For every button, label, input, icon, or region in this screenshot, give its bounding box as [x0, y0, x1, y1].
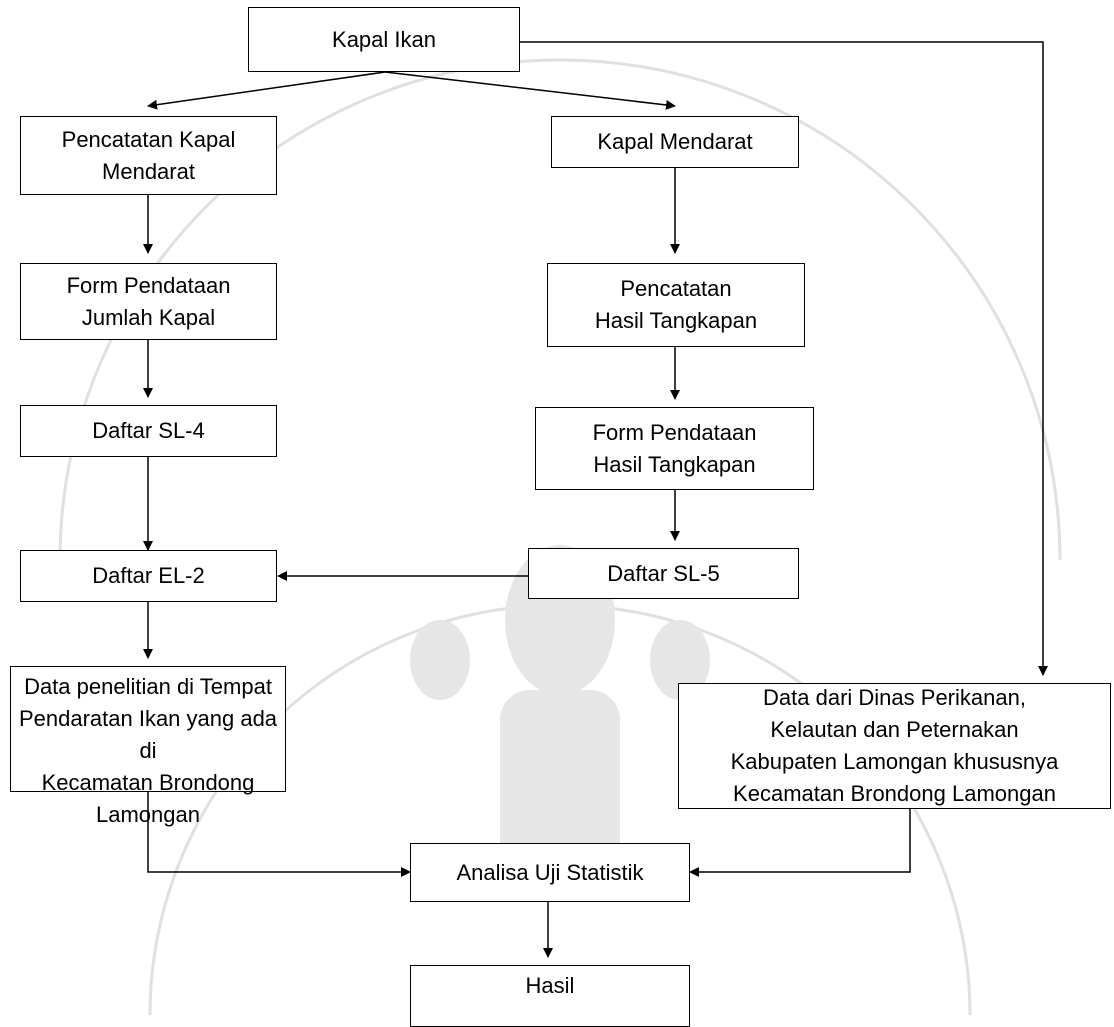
node-daftar-sl5-label: Daftar SL-5 — [607, 560, 720, 586]
node-data-dinas: Data dari Dinas Perikanan, Kelautan dan … — [678, 683, 1111, 809]
node-pencatatan-kapal-label: Pencatatan Kapal Mendarat — [61, 126, 236, 184]
node-hasil: Hasil — [410, 965, 690, 1027]
node-form-hasil-label: Form Pendataan Hasil Tangkapan — [592, 419, 757, 477]
node-pencatatan-hasil-label: Pencatatan Hasil Tangkapan — [594, 276, 758, 333]
node-data-penelitian-label: Data penelitian di Tempat Pendaratan Ika… — [18, 674, 278, 827]
node-daftar-el2: Daftar EL-2 — [20, 550, 277, 602]
node-daftar-el2-label: Daftar EL-2 — [92, 563, 205, 588]
node-data-dinas-label: Data dari Dinas Perikanan, Kelautan dan … — [730, 685, 1059, 806]
node-pencatatan-hasil: Pencatatan Hasil Tangkapan — [547, 263, 805, 347]
node-daftar-sl5: Daftar SL-5 — [528, 548, 799, 599]
arrow-data-dinas-to-analisa — [689, 809, 911, 877]
arrow-data-penelitian-to-analisa — [147, 792, 411, 877]
node-form-jumlah-kapal-label: Form Pendataan Jumlah Kapal — [66, 272, 231, 330]
arrow-kapal-ikan-to-kapal-mendarat — [384, 71, 676, 110]
node-kapal-ikan-label: Kapal Ikan — [332, 26, 436, 52]
node-form-jumlah-kapal: Form Pendataan Jumlah Kapal — [20, 263, 277, 340]
node-analisa: Analisa Uji Statistik — [410, 843, 690, 902]
node-daftar-sl4: Daftar SL-4 — [20, 405, 277, 457]
arrow-kapal-ikan-to-pencatatan-kapal — [147, 71, 386, 110]
node-daftar-sl4-label: Daftar SL-4 — [92, 418, 205, 443]
arrow-kapal-ikan-to-data-dinas — [520, 41, 1048, 676]
node-kapal-mendarat-label: Kapal Mendarat — [597, 129, 753, 154]
node-form-hasil: Form Pendataan Hasil Tangkapan — [535, 407, 814, 490]
node-hasil-label: Hasil — [525, 973, 575, 998]
node-analisa-label: Analisa Uji Statistik — [456, 859, 644, 885]
node-kapal-mendarat: Kapal Mendarat — [551, 116, 799, 168]
node-pencatatan-kapal: Pencatatan Kapal Mendarat — [20, 116, 277, 195]
node-kapal-ikan: Kapal Ikan — [248, 7, 520, 72]
node-data-penelitian: Data penelitian di Tempat Pendaratan Ika… — [10, 666, 286, 827]
